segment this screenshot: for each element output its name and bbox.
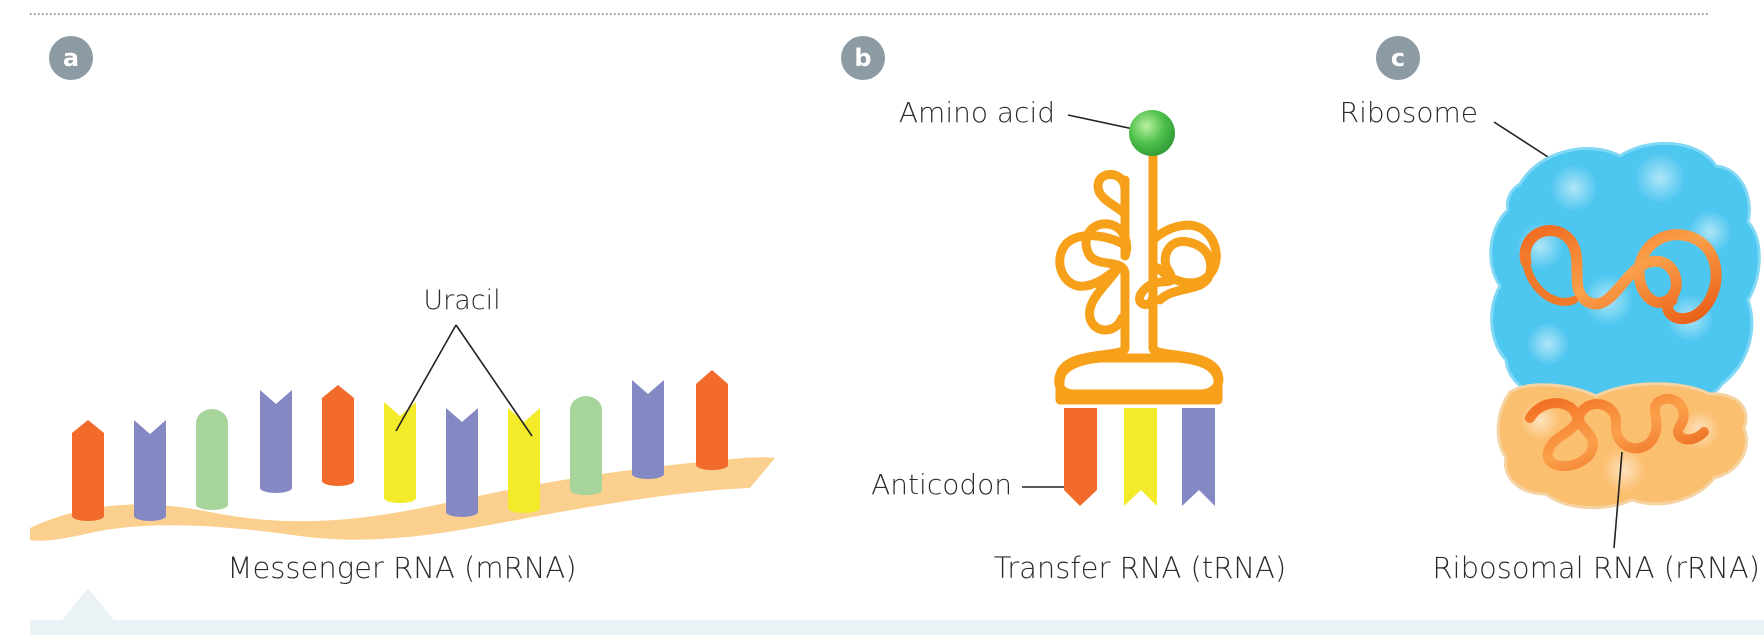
nucleotide-7 bbox=[446, 408, 478, 517]
badge-b-label: b bbox=[854, 44, 871, 72]
badge-a bbox=[49, 36, 93, 80]
nucleotide-6-uracil bbox=[384, 402, 416, 503]
amino-acid-label: Amino acid bbox=[899, 96, 1055, 129]
nucleotide-1 bbox=[72, 420, 104, 521]
ribosome-label: Ribosome bbox=[1340, 96, 1478, 129]
trna-d-arm bbox=[1055, 231, 1130, 335]
panel-b: b Amino acid Anticodon Transfer RNA (tRN… bbox=[841, 36, 1286, 585]
trna-t-arm bbox=[1148, 220, 1221, 288]
rrna-pointer bbox=[1613, 451, 1623, 549]
rrna-ribbon-large-tail bbox=[1522, 258, 1578, 306]
anticodon-label: Anticodon bbox=[871, 468, 1012, 501]
anticodon-base-2 bbox=[1124, 408, 1157, 506]
badge-a-label: a bbox=[63, 44, 79, 72]
uracil-pointer-left bbox=[395, 324, 457, 432]
anticodon-base-3 bbox=[1182, 408, 1215, 506]
trna-caption: Transfer RNA (tRNA) bbox=[994, 551, 1286, 585]
badge-c bbox=[1376, 36, 1420, 80]
nucleotide-10 bbox=[632, 380, 664, 479]
mrna-caption: Messenger RNA (mRNA) bbox=[227, 551, 576, 585]
trna-anticodon-base bbox=[1055, 353, 1223, 405]
bottom-band bbox=[30, 620, 1764, 635]
nucleotide-3 bbox=[196, 409, 228, 510]
nucleotide-5 bbox=[322, 385, 354, 486]
nucleotide-11 bbox=[696, 370, 728, 470]
badge-b bbox=[841, 36, 885, 80]
nucleotide-4 bbox=[260, 390, 292, 493]
rrna-ribbon-large bbox=[1519, 225, 1722, 325]
trna-variable-loop bbox=[1093, 170, 1130, 219]
amino-acid-pointer bbox=[1067, 114, 1139, 131]
badge-c-label: c bbox=[1391, 44, 1405, 72]
nucleotide-9 bbox=[570, 396, 602, 495]
rrna-ribbon-small bbox=[1525, 393, 1709, 471]
panel-c: c Ribosome Ribosomal RNA (rRNA) bbox=[1340, 36, 1761, 585]
bottom-band-pointer bbox=[62, 588, 114, 620]
panel-a: a bbox=[30, 36, 775, 585]
uracil-label: Uracil bbox=[423, 285, 500, 316]
uracil-pointer-right bbox=[455, 324, 533, 437]
anticodon-base-1 bbox=[1064, 408, 1097, 506]
rrna-caption: Ribosomal RNA (rRNA) bbox=[1432, 551, 1760, 585]
nucleotide-8-uracil bbox=[508, 408, 540, 513]
nucleotide-2 bbox=[134, 420, 166, 521]
amino-acid-sphere bbox=[1129, 110, 1175, 156]
